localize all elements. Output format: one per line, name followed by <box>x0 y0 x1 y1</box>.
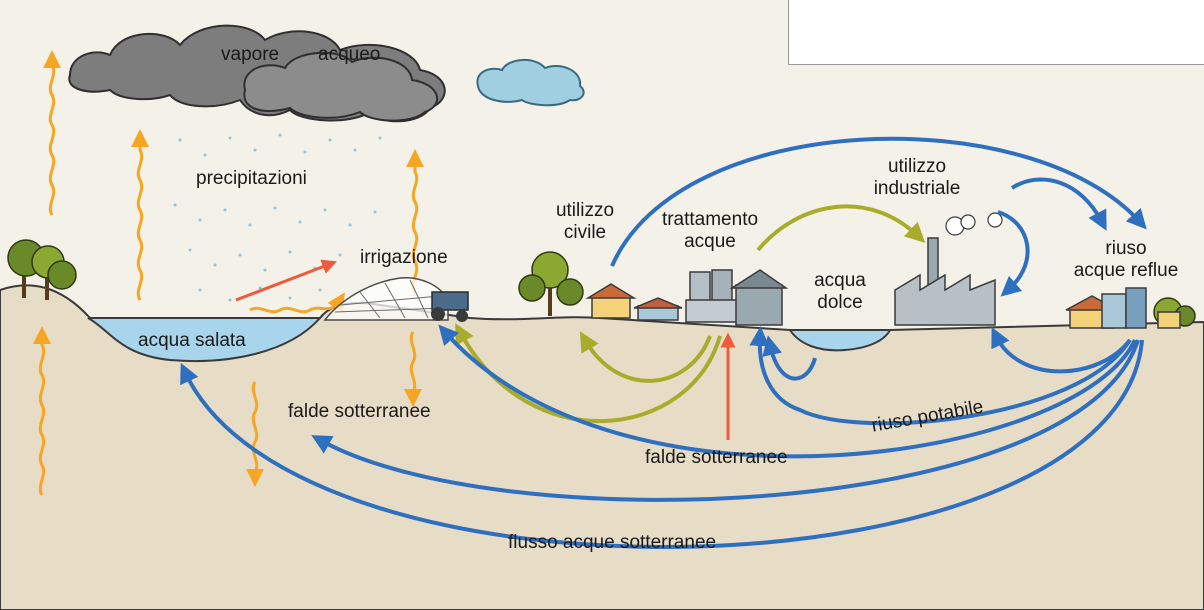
label-vapore: vapore <box>221 44 280 65</box>
house-icon <box>1065 287 1181 329</box>
label-riuso-line1: riuso <box>1105 238 1147 259</box>
rain <box>173 133 382 302</box>
label-irrigazione: irrigazione <box>360 247 448 268</box>
fresh-water-pond <box>788 329 892 352</box>
blank-note-box <box>788 0 1204 65</box>
label-utilizzo-industriale: utilizzo industriale <box>862 156 972 200</box>
label-riuso-acque-reflue: riuso acque reflue <box>1058 238 1194 282</box>
salt-water-basin <box>87 317 323 363</box>
label-falde-sotterranee-center: falde sotterranee <box>645 447 788 468</box>
label-utilizzo-civile-line1: utilizzo <box>555 200 615 221</box>
house-icon <box>585 283 683 321</box>
red-arrows <box>235 259 736 440</box>
label-utilizzo-civile: utilizzo civile <box>545 200 625 244</box>
label-acqua-dolce-line1: acqua <box>814 270 866 291</box>
label-riuso-line2: acque reflue <box>1073 260 1179 281</box>
label-acqua-dolce-line2: dolce <box>817 292 863 313</box>
cloud-icon <box>476 59 585 107</box>
tree-icon <box>518 251 584 316</box>
tree-icon <box>7 239 77 300</box>
label-acqua-dolce: acqua dolce <box>800 270 880 314</box>
label-utilizzo-civile-line2: civile <box>563 222 607 243</box>
label-precipitazioni: precipitazioni <box>196 168 307 189</box>
label-flusso-acque-sotterranee: flusso acque sotterranee <box>508 532 717 553</box>
label-acqueo: acqueo <box>318 44 381 65</box>
label-trattamento-line1: trattamento <box>661 209 759 230</box>
evaporation-arrows <box>33 50 424 496</box>
water-treatment-plant-icon <box>685 269 789 326</box>
factory-icon <box>894 212 1003 326</box>
label-trattamento-line2: acque <box>684 231 736 252</box>
label-utilizzo-industriale-line2: industriale <box>873 178 961 199</box>
label-falde-sotterranee-left: falde sotterranee <box>288 401 431 422</box>
label-utilizzo-industriale-line1: utilizzo <box>887 156 947 177</box>
tractor-icon <box>431 291 469 322</box>
blue-arrows <box>180 136 1147 549</box>
label-trattamento-acque: trattamento acque <box>650 209 770 253</box>
label-acqua-salata: acqua salata <box>138 330 246 351</box>
greenhouse-icon <box>323 277 449 321</box>
cloud-icon <box>243 51 439 122</box>
